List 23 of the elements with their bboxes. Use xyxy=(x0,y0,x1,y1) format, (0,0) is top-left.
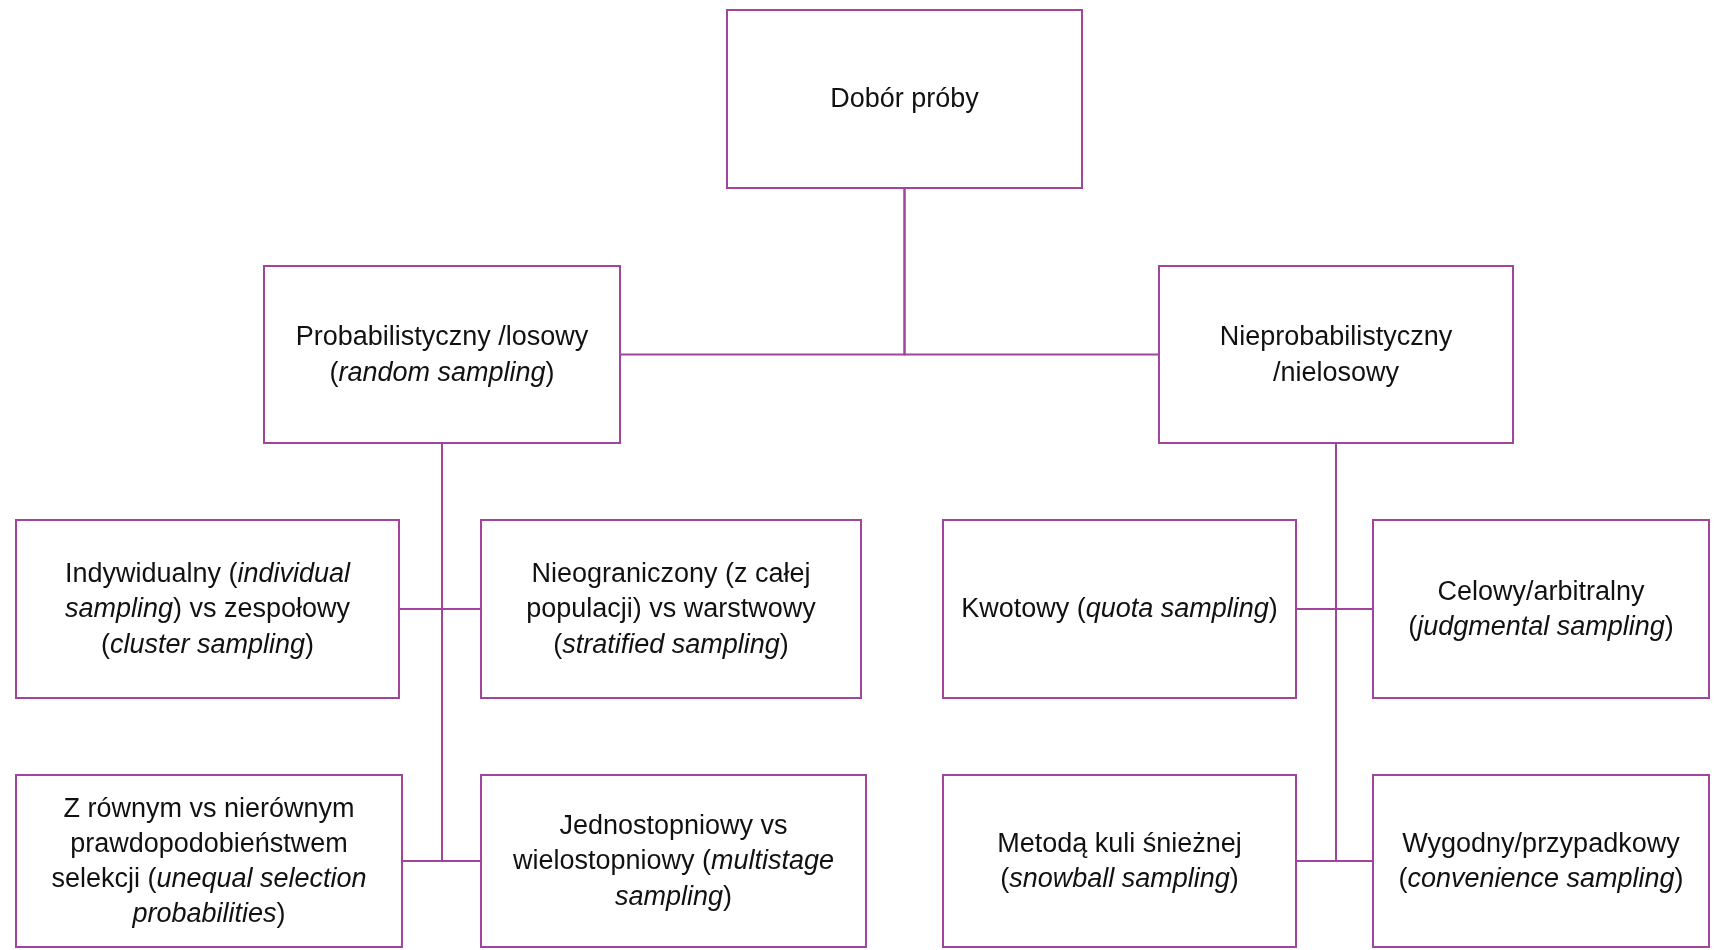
box-label: Jednostopniowy vs wielostopniowy (multistage sampling) xyxy=(511,809,836,913)
box-label: Wygodny/przypadkowy (convenience sampling) xyxy=(1397,826,1685,895)
category-box xyxy=(1158,265,1514,444)
category-box xyxy=(15,519,400,699)
category-box xyxy=(942,519,1297,699)
connector-line xyxy=(903,188,1159,356)
box-label: Dobór próby xyxy=(830,82,979,116)
category-box xyxy=(942,774,1297,948)
box-label: Probabilistyczny /losowy (random sampling) xyxy=(294,320,590,389)
box-label: Indywidualny (individual sampling) vs zespołowy (cluster sampling) xyxy=(63,557,352,661)
category-box xyxy=(480,519,862,699)
category-box xyxy=(480,774,867,948)
category-box xyxy=(726,9,1083,189)
box-label: Kwotowy (quota sampling) xyxy=(961,592,1278,626)
category-box xyxy=(263,265,621,444)
category-box xyxy=(15,774,403,948)
box-label: Nieprobabilistyczny /nielosowy xyxy=(1218,320,1454,389)
box-label: Z równym vs nierównym prawdopodobieństwem selekcji (unequal selection probabilities) xyxy=(50,791,368,931)
box-label: Celowy/arbitralny (judgmental sampling) xyxy=(1407,574,1675,643)
box-label: Nieograniczony (z całej populacji) vs warstwowy (stratified sampling) xyxy=(525,557,817,661)
category-box xyxy=(1372,519,1710,699)
box-label: Metodą kuli śnieżnej (snowball sampling) xyxy=(996,826,1243,895)
category-box xyxy=(1372,774,1710,948)
